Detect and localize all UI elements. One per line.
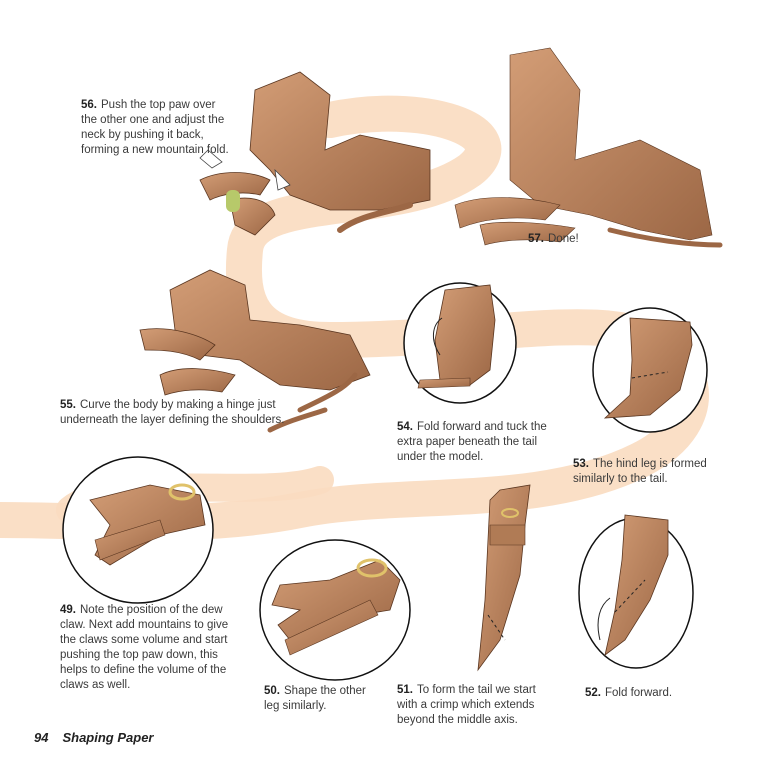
step57-dog-illustration xyxy=(454,47,723,248)
step56-dog-illustration xyxy=(199,71,431,236)
step-55-number: 55. xyxy=(60,399,76,411)
step-56-number: 56. xyxy=(81,99,97,111)
step-51-caption: 51.To form the tail we start with a crim… xyxy=(397,683,552,728)
step50-circle-illustration xyxy=(259,539,411,681)
step-57-caption: 57. Done! xyxy=(528,232,648,247)
step55-dog-illustration xyxy=(139,269,371,433)
step-53-caption: 53.The hind leg is formed similarly to t… xyxy=(573,457,723,487)
step-56-text: Push the top paw over the other one and … xyxy=(81,99,229,156)
step-56-caption: 56.Push the top paw over the other one a… xyxy=(81,98,231,158)
step-53-number: 53. xyxy=(573,458,589,470)
step-49-number: 49. xyxy=(60,604,76,616)
page-footer: 94 Shaping Paper xyxy=(34,730,154,745)
step-55-caption: 55.Curve the body by making a hinge just… xyxy=(60,398,285,428)
step-57-number: 57. xyxy=(528,233,544,245)
step-49-text: Note the position of the dew claw. Next … xyxy=(60,604,229,691)
step-52-number: 52. xyxy=(585,687,601,699)
step52-circle-illustration xyxy=(578,514,694,669)
step-52-caption: 52. Fold forward. xyxy=(585,686,705,701)
step-49-caption: 49.Note the position of the dew claw. Ne… xyxy=(60,603,240,693)
step-51-text: To form the tail we start with a crimp w… xyxy=(397,684,536,726)
step53-circle-illustration xyxy=(592,307,708,433)
step-50-caption: 50.Shape the other leg similarly. xyxy=(264,684,384,714)
step-50-text: Shape the other leg similarly. xyxy=(264,685,366,712)
book-title: Shaping Paper xyxy=(62,730,154,745)
page-number: 94 xyxy=(34,730,49,745)
step-53-text: The hind leg is formed similarly to the … xyxy=(573,458,707,485)
step49-circle-illustration xyxy=(62,456,214,604)
step-51-number: 51. xyxy=(397,684,413,696)
step-52-text: Fold forward. xyxy=(605,687,673,699)
step-57-text: Done! xyxy=(548,233,579,245)
step-54-text: Fold forward and tuck the extra paper be… xyxy=(397,421,547,463)
step-54-caption: 54.Fold forward and tuck the extra paper… xyxy=(397,420,557,465)
step-50-number: 50. xyxy=(264,685,280,697)
step54-circle-illustration xyxy=(403,282,517,404)
step-55-text: Curve the body by making a hinge just un… xyxy=(60,399,285,426)
step-54-number: 54. xyxy=(397,421,413,433)
step51-tail-illustration xyxy=(477,484,531,672)
